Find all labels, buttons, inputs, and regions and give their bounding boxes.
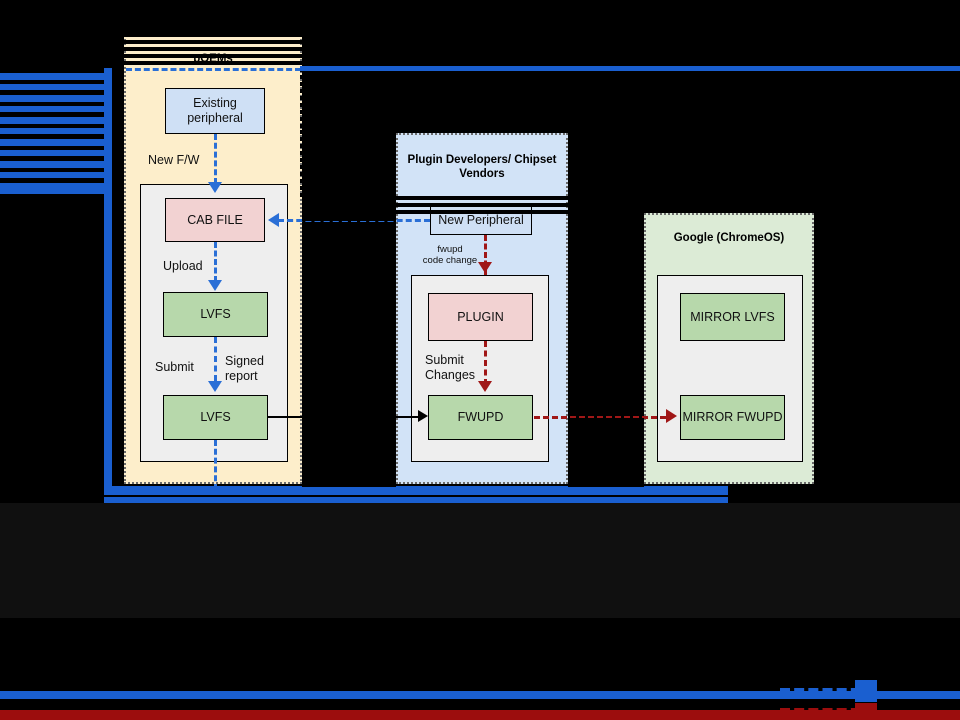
legend-line-blue xyxy=(780,688,875,693)
label-fwupd-code-change: fwupd code change xyxy=(422,244,478,266)
fwupd-test-framework-label: FWUPD test framework xyxy=(664,588,793,601)
panel-poems-title: pOEMs xyxy=(193,53,233,65)
arrowhead-cab-to-lvfs xyxy=(208,280,222,291)
node-existing-peripheral-label: Existing peripheral xyxy=(187,96,243,125)
arrowhead-plugin-to-fwupd xyxy=(478,381,492,392)
node-cab-file: CAB FILE xyxy=(165,198,265,242)
arrow-newperipheral-to-plugin xyxy=(484,235,487,275)
arrowhead-newperipheral-to-plugin xyxy=(478,262,492,273)
node-mirror-lvfs-label: MIRROR LVFS xyxy=(690,309,775,324)
arrowhead-lvfs-to-lvfs xyxy=(208,381,222,392)
node-lvfs-upload: LVFS xyxy=(163,292,268,337)
panel-plugin-developers-title: Plugin Developers/ Chipset Vendors xyxy=(407,154,557,180)
arrowhead-lvfs-to-fwupd xyxy=(418,410,428,422)
node-existing-peripheral: Existing peripheral xyxy=(165,88,265,134)
label-submit-changes: Submit Changes xyxy=(425,353,476,382)
node-lvfs-submit: LVFS xyxy=(163,395,268,440)
arrow-fwupd-to-mirror-fwupd xyxy=(534,416,666,419)
node-fwupd: FWUPD xyxy=(428,395,533,440)
label-submit: Submit xyxy=(155,360,194,374)
arrowhead-existing-to-cab xyxy=(208,182,222,193)
node-lvfs-upload-label: LVFS xyxy=(200,307,231,321)
node-new-peripheral: New Peripheral xyxy=(430,205,532,235)
node-mirror-fwupd: MIRROR FWUPD xyxy=(680,395,785,440)
arrow-cab-to-lvfs xyxy=(214,242,217,282)
arrow-lvfs-to-lvfs xyxy=(214,337,217,381)
legend-line-red xyxy=(780,708,875,713)
arrow-newperipheral-to-cab xyxy=(278,219,430,222)
node-plugin-label: PLUGIN xyxy=(457,309,504,324)
node-lvfs-submit-label: LVFS xyxy=(200,410,231,424)
arrow-lvfs-to-fwupd xyxy=(268,416,418,418)
label-new-fw: New F/W xyxy=(148,153,200,167)
panel-google-chromeos-title: Google (ChromeOS) xyxy=(673,232,785,244)
label-upload: Upload xyxy=(163,259,203,273)
arrow-plugin-to-fwupd xyxy=(484,341,487,385)
arrowhead-newperipheral-to-cab xyxy=(268,213,279,227)
node-fwupd-label: FWUPD xyxy=(457,410,504,424)
divider-poems-top xyxy=(126,68,301,71)
arrowhead-fwupd-to-mirror-fwupd xyxy=(666,409,677,423)
label-signed-report: Signed report xyxy=(225,354,264,383)
node-plugin: PLUGIN xyxy=(428,293,533,341)
node-mirror-fwupd-label: MIRROR FWUPD xyxy=(682,410,783,424)
arrow-existing-to-cab xyxy=(214,134,217,184)
node-new-peripheral-label: New Peripheral xyxy=(438,212,524,227)
node-cab-file-label: CAB FILE xyxy=(187,212,243,227)
arrow-lvfs-out-bottom xyxy=(214,440,217,490)
fwupd-test-framework-chip: FWUPD test framework xyxy=(657,574,800,615)
node-mirror-lvfs: MIRROR LVFS xyxy=(680,293,785,341)
